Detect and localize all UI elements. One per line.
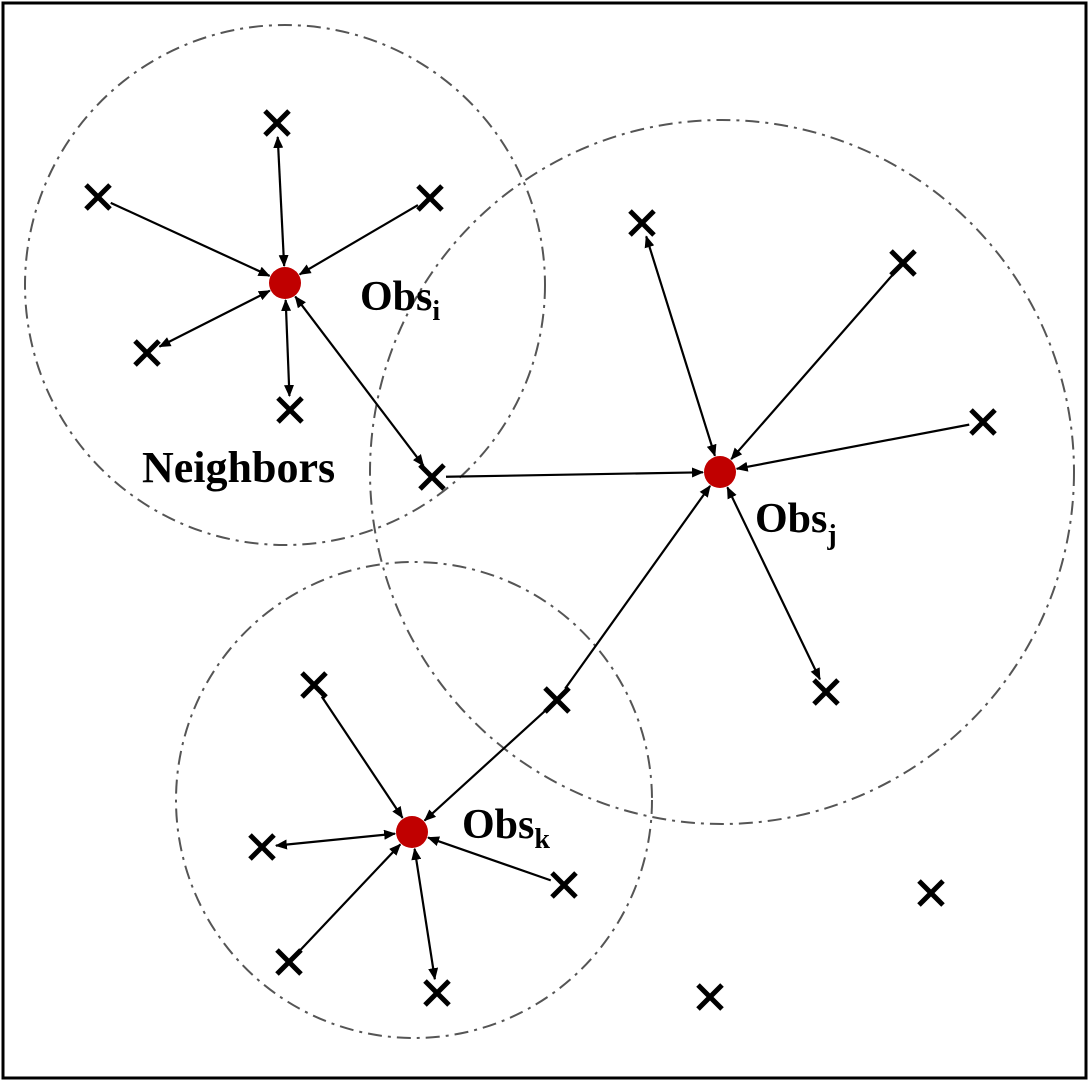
neighbor-cross-icon <box>276 396 304 424</box>
connector-line <box>320 696 404 819</box>
neighbor-cross-icon <box>263 109 291 137</box>
neighbor-cross-icon <box>248 833 276 861</box>
neighbor-cross-icon <box>300 671 328 699</box>
observation-j-dot <box>704 456 736 488</box>
neighbor-cross-icon <box>628 209 656 237</box>
observations <box>269 267 736 848</box>
neighbor-cross-icon <box>84 183 112 211</box>
connector-line <box>423 708 548 822</box>
observation-i-dot <box>269 267 301 299</box>
neighbor-cross-icon <box>133 339 161 367</box>
neighbors-label: Neighbors <box>142 443 335 492</box>
neighbor-cross-icon <box>812 678 840 706</box>
connector-line <box>445 467 705 478</box>
neighbor-markers <box>84 109 997 1011</box>
neighborhood-circle-k <box>175 561 653 1039</box>
neighbor-cross-icon <box>418 463 446 491</box>
neighbor-connectors <box>110 135 970 981</box>
connector-line <box>427 836 552 882</box>
neighbor-cross-icon <box>423 979 451 1007</box>
connector-line <box>726 486 821 681</box>
connector-line <box>564 485 712 690</box>
connector-line <box>411 847 439 981</box>
connector-line <box>298 204 419 276</box>
observation-k-dot <box>396 816 428 848</box>
obs-j-label: Obsj <box>755 496 837 551</box>
neighbor-cross-icon <box>917 879 945 907</box>
neighborhood-circles <box>24 24 1075 1039</box>
connector-line <box>294 295 425 467</box>
neighbor-cross-icon <box>889 249 917 277</box>
neighbor-cross-icon <box>543 686 571 714</box>
neighborhood-circle-i <box>24 24 546 546</box>
neighbor-cross-icon <box>416 184 444 212</box>
connector-line <box>297 843 402 953</box>
connector-line <box>735 423 970 472</box>
neighborhood-circle-j <box>369 119 1075 825</box>
neighbor-cross-icon <box>275 948 303 976</box>
neighbor-cross-icon <box>696 983 724 1011</box>
connector-line <box>730 272 895 460</box>
connector-line <box>110 201 271 277</box>
obs-k-label: Obsk <box>462 802 550 855</box>
neighbor-cross-icon <box>550 871 578 899</box>
connector-line <box>158 289 271 348</box>
obs-i-label: Obsi <box>360 274 440 327</box>
connector-line <box>274 829 397 850</box>
connector-line <box>273 135 289 268</box>
neighbor-cross-icon <box>969 408 997 436</box>
connector-line <box>644 235 717 457</box>
connector-line <box>281 298 295 398</box>
